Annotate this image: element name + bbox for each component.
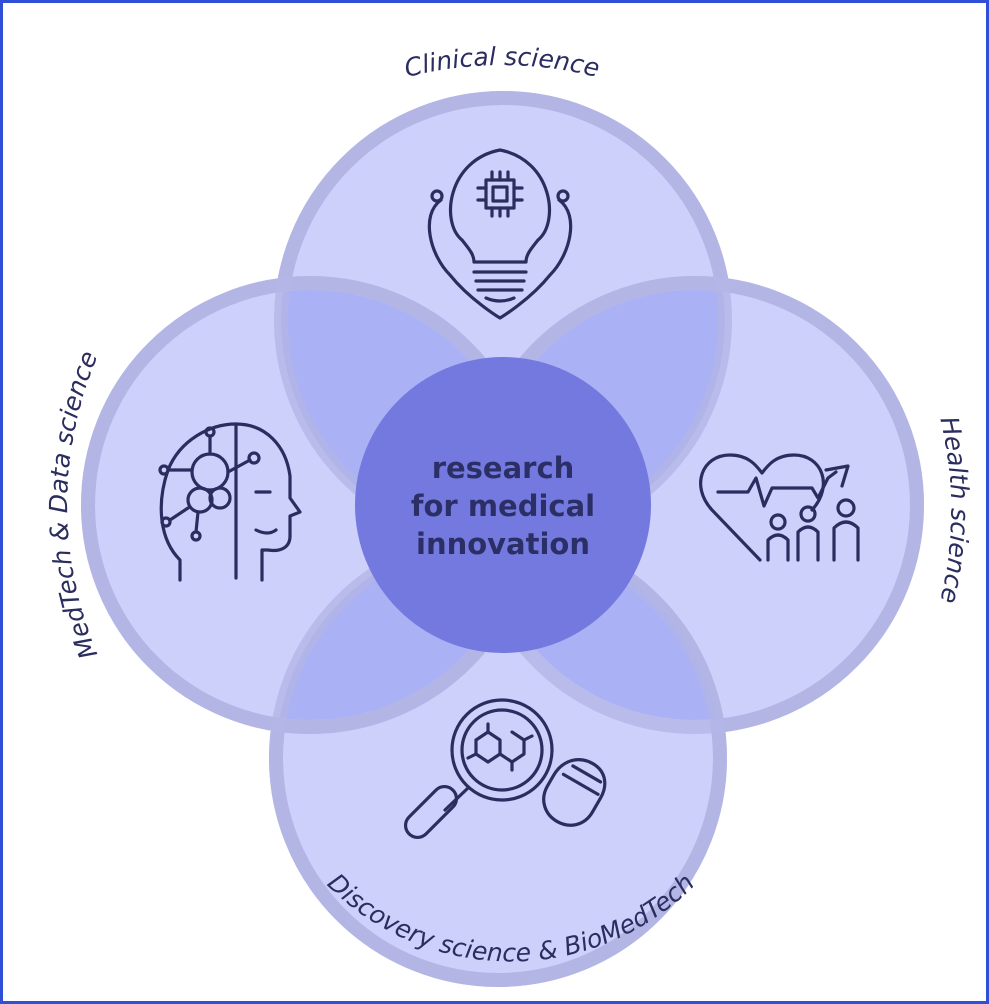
center-circle: research for medical innovation bbox=[355, 357, 651, 653]
lightbulb-chip-stethoscope-icon bbox=[427, 148, 573, 320]
center-line-3: innovation bbox=[416, 527, 590, 561]
label-clinical-science: Clinical science bbox=[402, 42, 603, 83]
ai-head-circuit-icon bbox=[158, 422, 302, 582]
label-health-science: Health science bbox=[934, 414, 974, 607]
center-line-2: for medical bbox=[411, 489, 595, 523]
heart-pulse-people-icon bbox=[699, 453, 860, 562]
magnifier-molecule-capsule-icon bbox=[403, 698, 607, 840]
center-line-1: research bbox=[432, 451, 575, 485]
